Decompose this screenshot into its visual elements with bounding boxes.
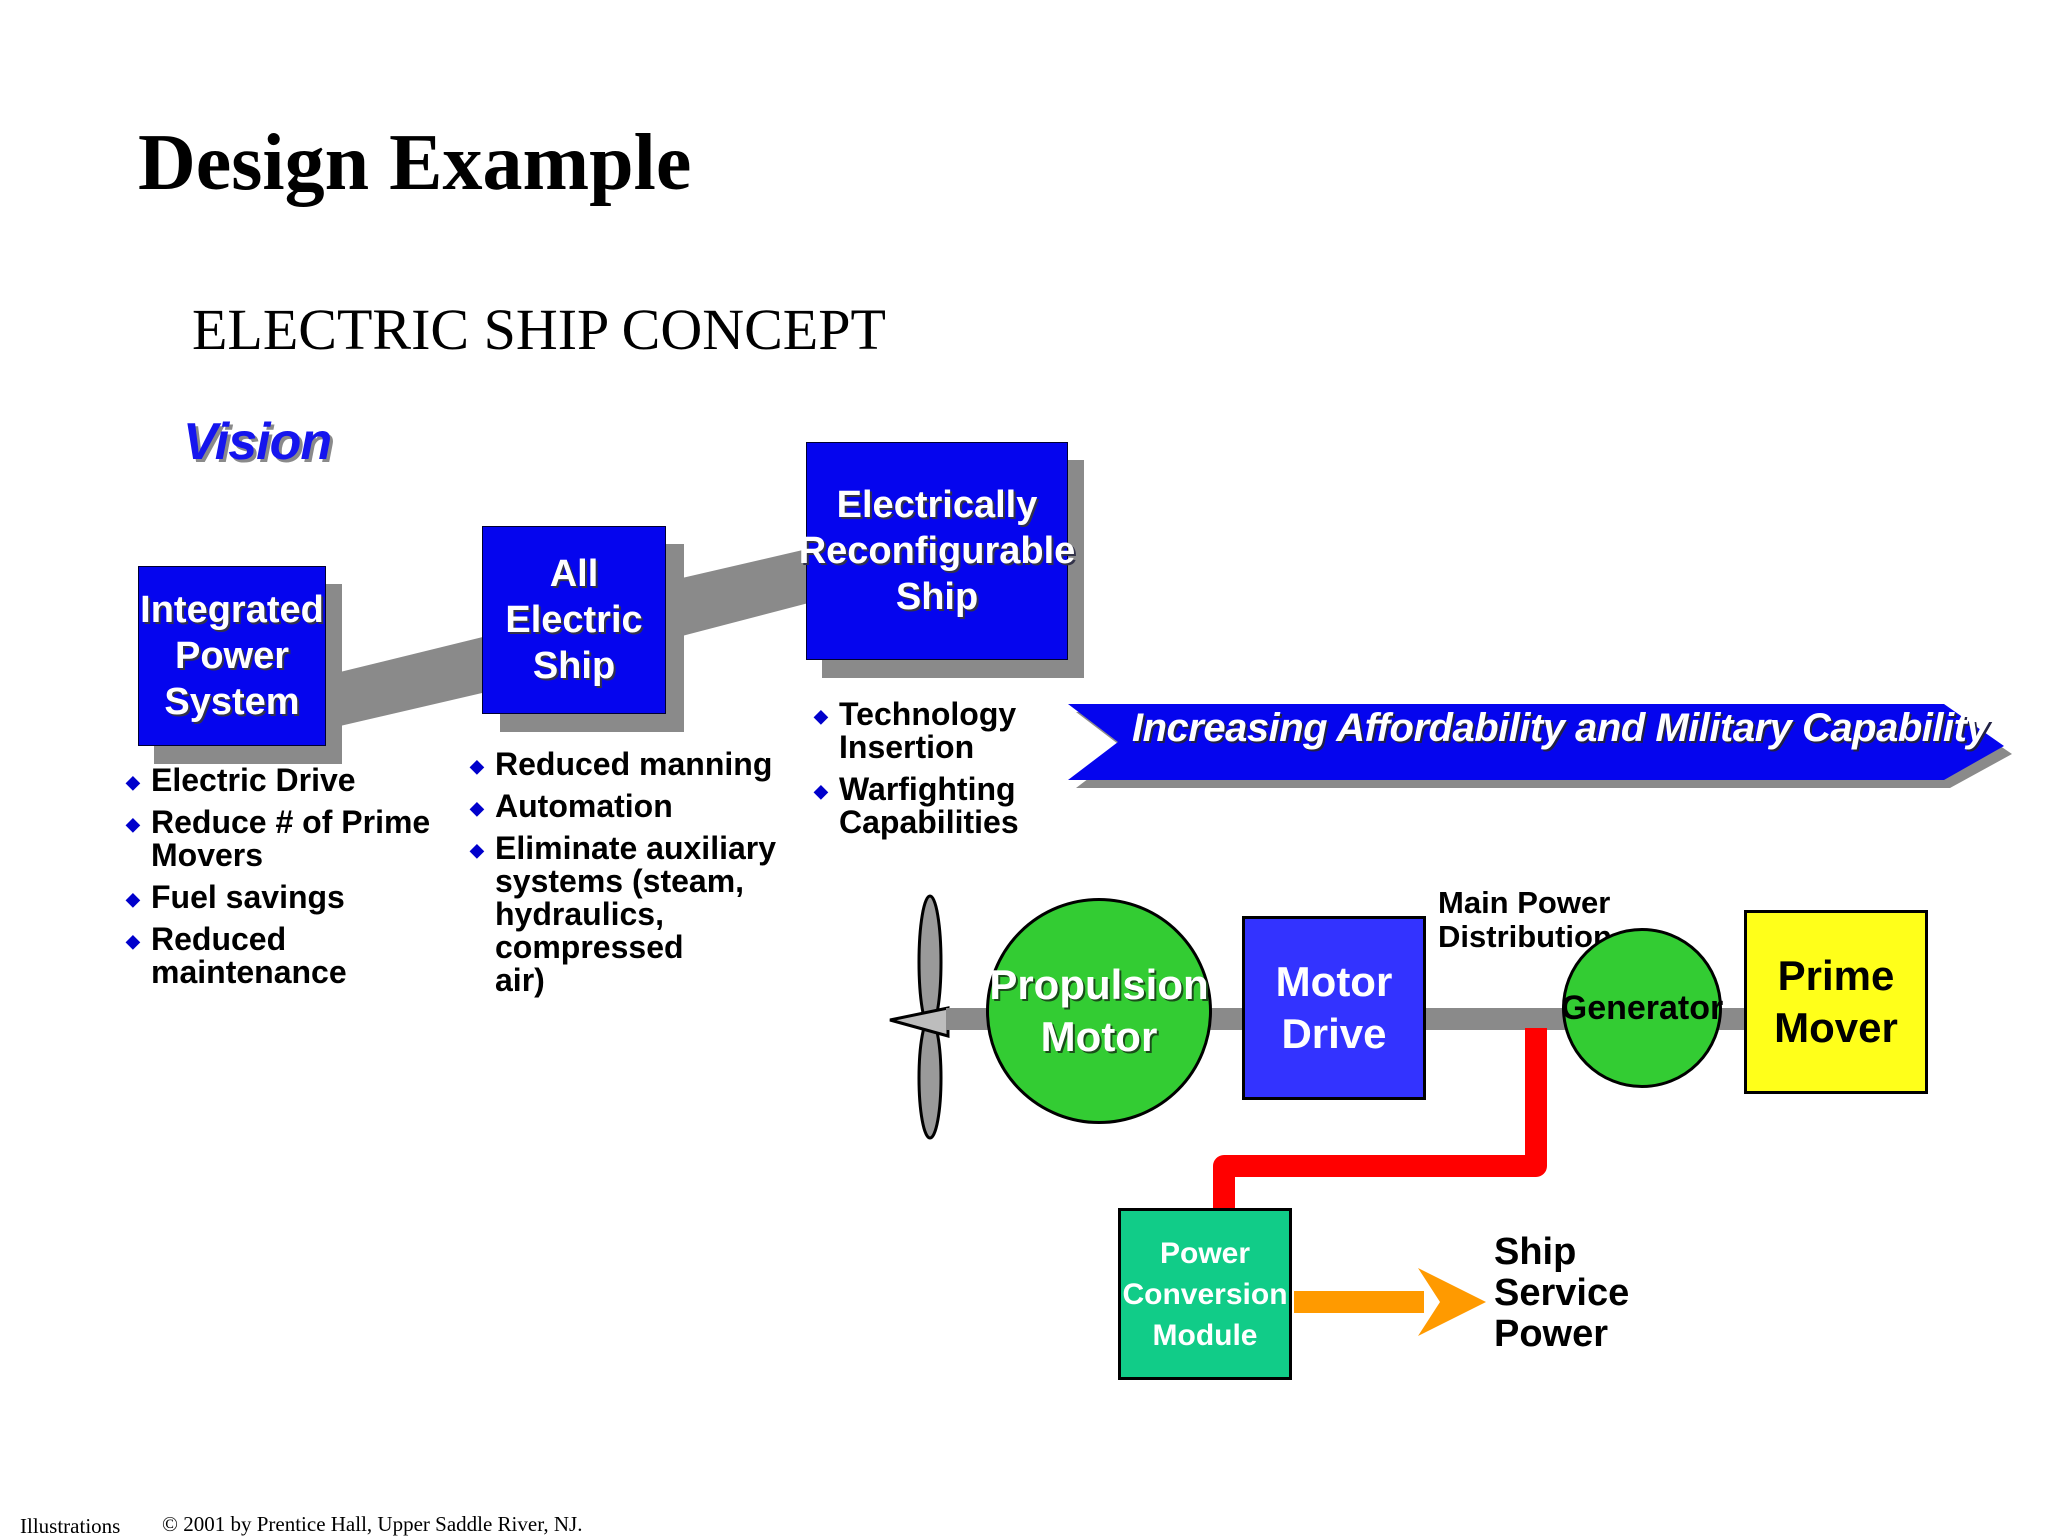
stage-electrically-reconfigurable-ship: Electrically Reconfigurable Ship <box>799 442 1075 660</box>
list-item: ◆Electric Drive <box>126 762 356 798</box>
bullet-diamond-icon: ◆ <box>814 781 828 801</box>
bullet-diamond-icon: ◆ <box>126 931 140 951</box>
bullet-diamond-icon: ◆ <box>126 772 140 792</box>
motor-drive: Motor Drive <box>1242 916 1426 1100</box>
power-conversion-module-label: Power Conversion Module <box>1122 1236 1288 1352</box>
stage-2-bullets: ◆Reduced manning ◆Automation ◆Eliminate … <box>468 748 828 1006</box>
stage-2-label: All Electric Ship <box>505 553 643 687</box>
list-item: ◆Eliminate auxiliary systems (steam, hyd… <box>470 830 777 998</box>
ship-service-power-label: Ship Service Power <box>1494 1231 1630 1355</box>
output-arrow-shaft <box>1294 1291 1424 1313</box>
list-item: ◆Fuel savings <box>126 879 345 915</box>
stage-3-bullets: ◆Technology Insertion ◆Warfighting Capab… <box>812 698 1032 848</box>
stage-1-bullets: ◆Electric Drive ◆Reduce # of Prime Mover… <box>124 764 464 998</box>
bullet-diamond-icon: ◆ <box>470 756 484 776</box>
propeller-icon <box>889 894 950 1140</box>
prime-mover: Prime Mover <box>1744 910 1928 1094</box>
vision-label: Vision <box>183 413 332 471</box>
generator: Generator <box>1560 928 1724 1088</box>
bullet-diamond-icon: ◆ <box>126 814 140 834</box>
generator-label: Generator <box>1560 988 1724 1027</box>
list-item: ◆Reduced manning <box>470 746 773 782</box>
propulsion-motor-label: Propulsion Motor <box>989 961 1209 1060</box>
footer-left: Illustrations <box>20 1514 121 1538</box>
stage-all-electric-ship: All Electric Ship <box>482 526 666 714</box>
list-item: ◆Warfighting Capabilities <box>814 771 1019 840</box>
capability-arrow <box>1068 704 2004 780</box>
distribution-line <box>1213 1028 1547 1212</box>
list-item: ◆Reduced maintenance <box>126 921 347 990</box>
bullet-diamond-icon: ◆ <box>470 840 484 860</box>
stage-connector-1 <box>340 634 495 726</box>
page-title: Design Example <box>138 119 692 207</box>
main-power-distribution-label: Main Power Distribution <box>1438 885 1612 954</box>
prime-mover-label: Prime Mover <box>1774 952 1898 1051</box>
propulsion-motor: Propulsion Motor <box>986 898 1212 1124</box>
stage-1-label: Integrated Power System <box>140 589 324 723</box>
capability-arrow-label: Increasing Affordability and Military Ca… <box>1132 706 1989 750</box>
stage-3-label: Electrically Reconfigurable Ship <box>798 484 1076 618</box>
stage-integrated-power-system: Integrated Power System <box>138 566 326 746</box>
stage-connector-2 <box>682 546 820 636</box>
output-arrow-head <box>1418 1268 1486 1336</box>
power-conversion-module: Power Conversion Module <box>1118 1208 1292 1380</box>
bullet-diamond-icon: ◆ <box>126 889 140 909</box>
list-item: ◆Reduce # of Prime Movers <box>126 804 431 873</box>
list-item: ◆Automation <box>470 788 673 824</box>
bullet-diamond-icon: ◆ <box>814 706 828 726</box>
bullet-diamond-icon: ◆ <box>470 798 484 818</box>
page-subtitle: ELECTRIC SHIP CONCEPT <box>192 297 886 362</box>
motor-drive-label: Motor Drive <box>1275 958 1393 1057</box>
footer-copyright: © 2001 by Prentice Hall, Upper Saddle Ri… <box>162 1512 583 1536</box>
list-item: ◆Technology Insertion <box>814 696 1017 765</box>
